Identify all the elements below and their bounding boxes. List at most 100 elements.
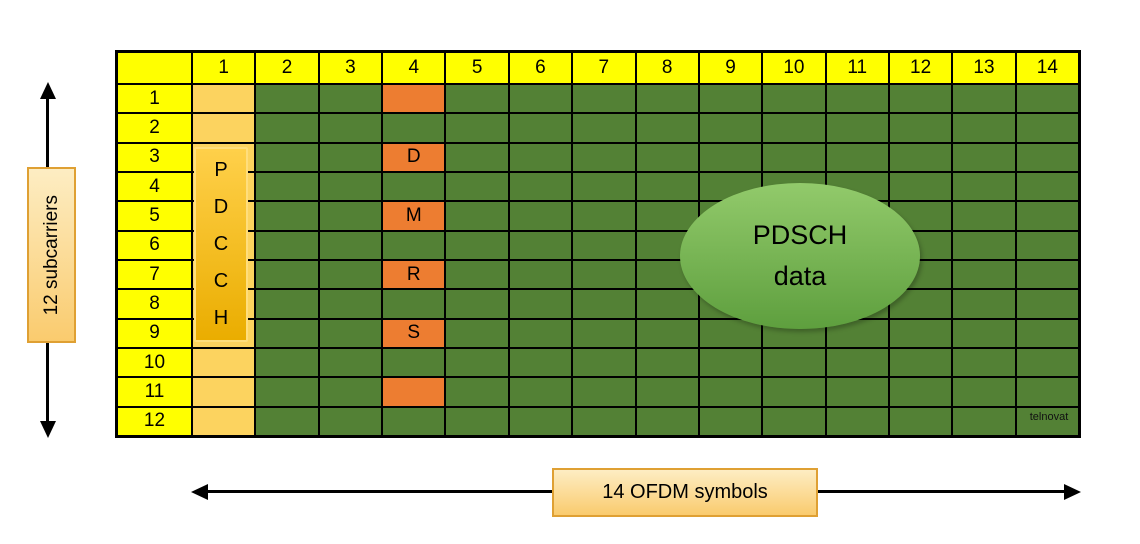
pdsch-data-cell	[888, 142, 953, 172]
pdsch-data-cell	[825, 113, 889, 143]
pdsch-data-cell	[888, 377, 953, 407]
column-header-cell: 14	[1015, 52, 1079, 84]
pdsch-data-cell	[635, 113, 699, 143]
pdsch-data-cell	[445, 348, 509, 378]
row-header-cell: 6	[117, 230, 192, 260]
row-header-cell: 9	[117, 318, 192, 348]
pdsch-data-cell	[572, 406, 636, 436]
pdcch-column-cell	[192, 84, 256, 114]
pdsch-data-cell	[318, 113, 383, 143]
pdsch-data-cell	[762, 113, 826, 143]
pdsch-label-line2: data	[773, 261, 827, 291]
column-header-cell: 13	[952, 52, 1016, 84]
row-header-cell: 4	[117, 172, 192, 202]
pdsch-data-cell	[572, 113, 636, 143]
pdsch-data-cell	[318, 377, 383, 407]
pdsch-data-cell	[255, 172, 319, 202]
pdsch-data-cell	[572, 377, 636, 407]
ofdm-symbols-label: 14 OFDM symbols	[602, 481, 768, 503]
row-header-cell: 3	[117, 142, 192, 172]
pdsch-data-cell	[445, 318, 509, 348]
pdcch-column-cell	[192, 113, 256, 143]
pdsch-data-cell	[255, 406, 319, 436]
pdsch-data-cell	[382, 406, 446, 436]
pdsch-data-cell	[508, 142, 573, 172]
pdsch-data-cell	[888, 113, 953, 143]
pdsch-data-cell	[698, 348, 763, 378]
pdsch-data-cell	[635, 172, 699, 202]
pdsch-data-cell	[1015, 172, 1079, 202]
pdsch-data-cell	[762, 377, 826, 407]
pdsch-data-cell	[508, 289, 573, 319]
column-header-cell: 4	[382, 52, 446, 84]
pdcch-column-cell	[192, 348, 256, 378]
pdsch-data-cell	[635, 142, 699, 172]
pdsch-data-cell	[382, 113, 446, 143]
arrowhead-down-icon	[40, 421, 56, 438]
arrowhead-right-icon	[1064, 483, 1081, 500]
row-header-cell: 12	[117, 406, 192, 436]
pdsch-data-cell	[572, 201, 636, 231]
arrowhead-left-icon	[191, 483, 208, 500]
pdsch-data-cell	[318, 172, 383, 202]
pdsch-data-cell	[255, 348, 319, 378]
grid-corner-cell	[117, 52, 192, 84]
pdsch-data-cell	[952, 289, 1016, 319]
column-header-cell: 3	[318, 52, 383, 84]
pdsch-data-cell	[952, 113, 1016, 143]
pdsch-data-cell	[445, 84, 509, 114]
pdcch-column-cell	[192, 406, 256, 436]
pdsch-data-cell	[318, 289, 383, 319]
pdsch-data-cell	[508, 406, 573, 436]
pdsch-data-cell	[635, 406, 699, 436]
pdsch-data-cell	[572, 260, 636, 290]
pdsch-data-cell	[572, 142, 636, 172]
row-header-cell: 11	[117, 377, 192, 407]
pdsch-data-cell	[635, 84, 699, 114]
pdsch-data-cell	[952, 348, 1016, 378]
pdsch-data-cell	[572, 230, 636, 260]
pdsch-data-cell	[825, 348, 889, 378]
pdsch-data-cell	[888, 406, 953, 436]
pdsch-data-cell	[888, 172, 953, 202]
row-header-cell: 5	[117, 201, 192, 231]
pdsch-data-cell	[318, 142, 383, 172]
pdsch-data-cell	[825, 406, 889, 436]
pdsch-data-cell	[698, 113, 763, 143]
pdsch-data-cell	[1015, 201, 1079, 231]
pdsch-data-cell	[255, 318, 319, 348]
pdsch-data-cell	[952, 406, 1016, 436]
dmrs-cell: M	[382, 201, 446, 231]
pdsch-data-cell	[698, 406, 763, 436]
pdsch-data-cell	[255, 84, 319, 114]
pdsch-data-cell	[1015, 377, 1079, 407]
pdsch-ellipse: PDSCH data	[680, 183, 920, 329]
dmrs-cell: D	[382, 142, 446, 172]
pdsch-data-cell	[1015, 142, 1079, 172]
ofdm-symbols-label-box: 14 OFDM symbols	[552, 468, 818, 517]
pdsch-data-cell	[255, 230, 319, 260]
pdsch-data-cell	[445, 230, 509, 260]
pdsch-data-cell	[445, 142, 509, 172]
pdsch-data-cell	[698, 142, 763, 172]
pdsch-data-cell	[445, 260, 509, 290]
pdsch-data-cell	[572, 172, 636, 202]
pdsch-data-cell	[1015, 406, 1079, 436]
pdsch-data-cell	[255, 113, 319, 143]
row-header-cell: 1	[117, 84, 192, 114]
pdcch-letter: C	[213, 233, 229, 255]
pdsch-data-cell	[825, 84, 889, 114]
row-header-cell: 8	[117, 289, 192, 319]
pdsch-data-cell	[508, 172, 573, 202]
pdsch-data-cell	[1015, 113, 1079, 143]
pdsch-data-cell	[952, 377, 1016, 407]
pdsch-data-cell	[1015, 318, 1079, 348]
pdsch-data-cell	[952, 318, 1016, 348]
pdsch-data-cell	[952, 142, 1016, 172]
pdsch-data-cell	[318, 230, 383, 260]
row-header-cell: 10	[117, 348, 192, 378]
pdcch-letter: D	[213, 196, 229, 218]
pdsch-data-cell	[635, 318, 699, 348]
pdsch-data-cell	[952, 84, 1016, 114]
pdsch-data-cell	[572, 348, 636, 378]
